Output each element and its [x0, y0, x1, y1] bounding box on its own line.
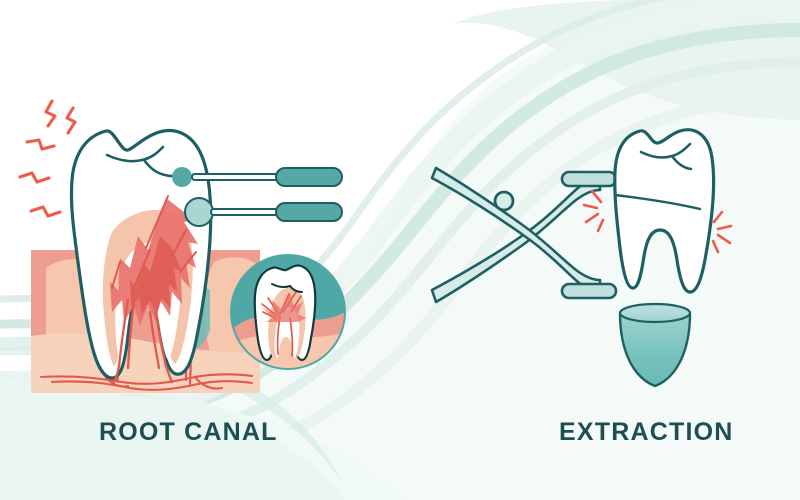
- probe-tip-lower: [184, 197, 214, 227]
- dental-instruments: [172, 167, 343, 227]
- wave-arc-under-inset: [0, 336, 344, 486]
- forceps-arm-lower: [430, 166, 602, 295]
- forceps-jaw-lower: [560, 282, 618, 300]
- inset-circle-ring: [230, 254, 346, 370]
- extraction-tray: [618, 302, 692, 388]
- pain-line-1: [65, 106, 77, 135]
- pain-mark-right: [711, 210, 733, 254]
- extraction-pain-marks: [582, 189, 733, 254]
- tray-bowl: [618, 311, 692, 388]
- wave-arc-under-inset-2: [0, 370, 344, 500]
- extraction-crown-fissure: [639, 142, 693, 171]
- pain-lines: [18, 99, 77, 218]
- extraction-illustration: [430, 128, 733, 388]
- pain-line-4: [18, 171, 51, 184]
- pain-mark-left: [582, 189, 605, 233]
- inset-crown-fissure: [271, 283, 303, 293]
- extraction-forceps: [430, 166, 618, 304]
- probe-handle-upper: [275, 167, 343, 187]
- inset-infection-fill: [263, 292, 306, 322]
- pulp-infection-core: [130, 236, 182, 314]
- probe-tip-upper: [172, 167, 192, 187]
- extraction-label: EXTRACTION: [559, 418, 734, 446]
- pain-line-3: [25, 138, 56, 151]
- tooth-gumline: [613, 193, 702, 211]
- root-canal-illustration: [18, 99, 346, 393]
- forceps-jaw-upper: [560, 170, 618, 188]
- probe-handle-lower: [275, 202, 343, 222]
- root-canal-label: ROOT CANAL: [99, 418, 278, 446]
- root-canal-channels: [112, 298, 174, 384]
- infection-rays: [111, 195, 197, 293]
- forceps-pivot: [493, 190, 515, 212]
- tray-rim: [618, 302, 692, 324]
- molar-tooth-outline: [613, 128, 716, 294]
- pain-line-5: [29, 205, 62, 218]
- pain-line-2: [44, 99, 57, 128]
